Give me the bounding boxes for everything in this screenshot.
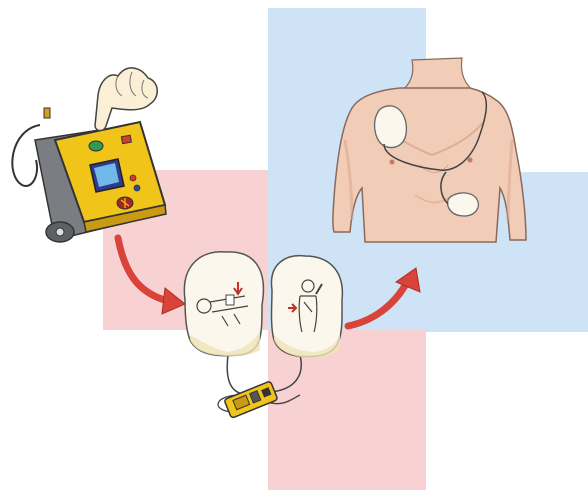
pointing-hand-icon — [95, 68, 157, 131]
electrode-pads-icon — [184, 252, 342, 418]
chest-with-pads-icon — [333, 58, 526, 242]
arrow-aed-to-pads — [118, 238, 185, 314]
arrow-pads-to-chest — [348, 268, 420, 326]
aed-device-icon — [12, 108, 166, 242]
